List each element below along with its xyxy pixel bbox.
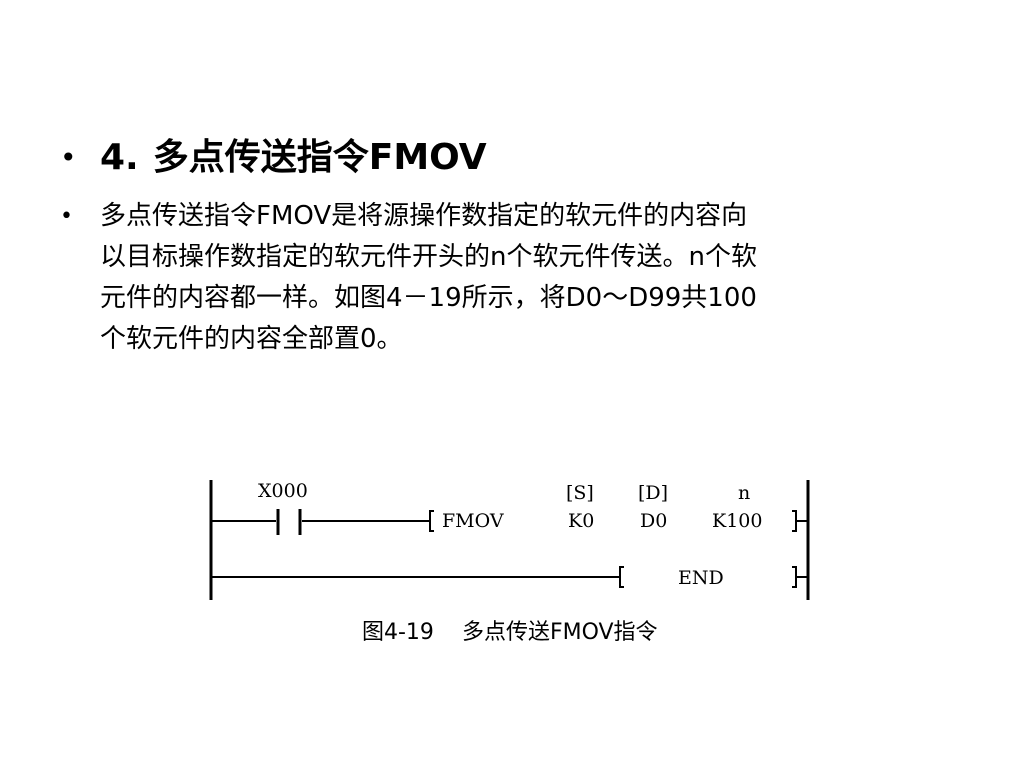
contact-label: X000 — [258, 480, 308, 502]
figure-title: 多点传送FMOV指令 — [461, 620, 658, 645]
body-line: 个软元件的内容全部置0。 — [100, 324, 403, 354]
operand-d-label: [D] — [638, 482, 668, 504]
operand-n-value: K100 — [712, 510, 762, 532]
end-bracket-open — [619, 566, 624, 588]
heading-bullet-item: • 4. 多点传送指令FMOV — [60, 136, 487, 180]
end-bracket-close — [792, 566, 797, 588]
slide-heading: 4. 多点传送指令FMOV — [100, 136, 487, 180]
instruction-name: FMOV — [442, 510, 504, 532]
body-line: 以目标操作数指定的软元件开头的n个软元件传送。n个软 — [100, 242, 757, 272]
instruction-bracket-open — [429, 510, 434, 532]
operand-d-value: D0 — [640, 510, 667, 532]
body-bullet-item: • 多点传送指令FMOV是将源操作数指定的软元件的内容向 以目标操作数指定的软元… — [60, 196, 965, 360]
end-instruction: END — [678, 567, 724, 589]
body-line: 元件的内容都一样。如图4－19所示，将D0～D99共100 — [100, 283, 757, 313]
figure-number: 图4-19 — [362, 620, 434, 645]
operand-n-label: n — [738, 482, 750, 504]
operand-s-value: K0 — [568, 510, 594, 532]
bullet-icon: • — [60, 204, 73, 229]
ladder-diagram: X000 FMOV [S] K0 [D] D0 n K100 END — [209, 480, 810, 600]
instruction-bracket-close — [792, 510, 797, 532]
heading-title: 多点传送指令FMOV — [152, 137, 487, 178]
body-paragraph: 多点传送指令FMOV是将源操作数指定的软元件的内容向 以目标操作数指定的软元件开… — [100, 196, 965, 360]
operand-s-label: [S] — [566, 482, 594, 504]
figure-caption: 图4-19 多点传送FMOV指令 — [362, 614, 658, 646]
bullet-icon: • — [60, 141, 77, 174]
heading-number: 4. — [100, 137, 139, 178]
body-line: 多点传送指令FMOV是将源操作数指定的软元件的内容向 — [100, 201, 748, 231]
